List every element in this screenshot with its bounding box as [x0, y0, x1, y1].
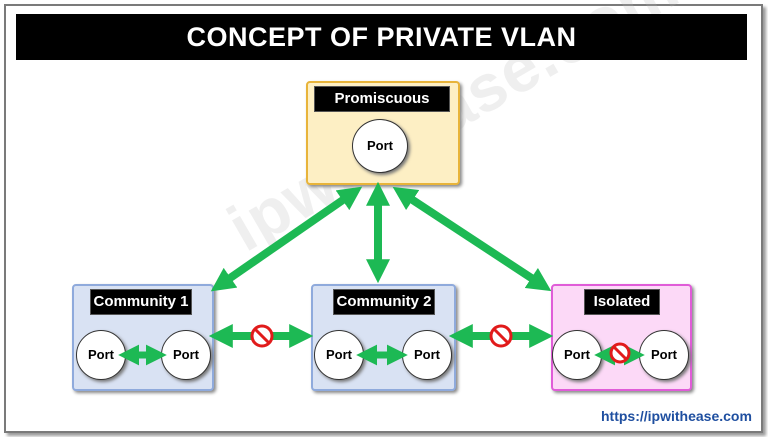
block-icon [250, 324, 274, 348]
isolated-port-left: Port [552, 330, 602, 380]
block-icon [609, 342, 631, 364]
diagram-title: CONCEPT OF PRIVATE VLAN [16, 14, 747, 60]
arrow-promiscuous-isolated [392, 186, 552, 292]
community-2-port-left: Port [314, 330, 364, 380]
block-icon [489, 324, 513, 348]
community-1-port-left: Port [76, 330, 126, 380]
arrow-promiscuous-community1 [210, 186, 363, 292]
community-1-label: Community 1 [90, 289, 192, 315]
isolated-label: Isolated [584, 289, 660, 315]
footer-url: https://ipwithease.com [601, 408, 752, 424]
community-1-port-right: Port [161, 330, 211, 380]
community-2-label: Community 2 [333, 289, 435, 315]
community-2-port-right: Port [402, 330, 452, 380]
promiscuous-label: Promiscuous [314, 86, 450, 112]
promiscuous-port: Port [352, 119, 408, 173]
